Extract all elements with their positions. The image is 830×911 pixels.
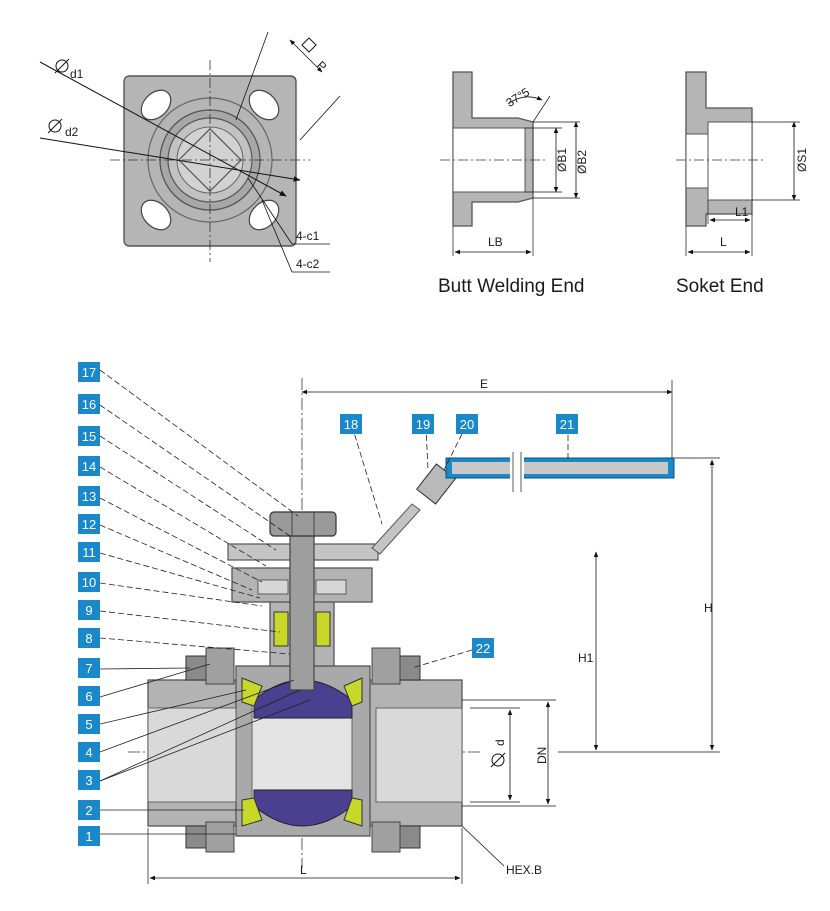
part-number-badge: 6 — [78, 686, 100, 706]
d1-label: d1 — [70, 67, 84, 81]
part-number-box — [78, 742, 100, 762]
e-label: E — [480, 377, 488, 391]
part-number-box — [340, 414, 362, 434]
part-number-badge: 15 — [78, 426, 100, 446]
b1-label: ØB1 — [555, 148, 569, 172]
part-number-box — [78, 628, 100, 648]
h1-label: H1 — [578, 651, 594, 665]
part-number-badge: 14 — [78, 456, 100, 476]
part-number-badge: 19 — [412, 414, 434, 434]
part-number-badge: 22 — [472, 638, 494, 658]
part-number-text: 14 — [82, 459, 96, 474]
part-number-text: 18 — [344, 417, 358, 432]
part-number-badge: 16 — [78, 394, 100, 414]
socket-l-label: L — [720, 235, 727, 249]
part-number-box — [78, 658, 100, 678]
part-number-box — [412, 414, 434, 434]
part-number-text: 9 — [85, 603, 92, 618]
part-number-box — [78, 714, 100, 734]
part-number-text: 6 — [85, 689, 92, 704]
part-number-badge: 4 — [78, 742, 100, 762]
part-number-text: 20 — [460, 417, 474, 432]
part-number-text: 4 — [85, 745, 92, 760]
part-number-badge: 10 — [78, 572, 100, 592]
part-number-text: 17 — [82, 365, 96, 380]
part-number-text: 13 — [82, 489, 96, 504]
c1-label: 4-c1 — [296, 229, 320, 243]
part-number-text: 10 — [82, 575, 96, 590]
l1-label: L1 — [735, 205, 749, 219]
part-number-text: 21 — [560, 417, 574, 432]
l-label: L — [300, 863, 307, 877]
part-number-badge: 17 — [78, 362, 100, 382]
part-number-badge: 2 — [78, 800, 100, 820]
p-label: P — [314, 58, 330, 74]
part-number-badge: 8 — [78, 628, 100, 648]
part-number-text: 11 — [82, 545, 96, 560]
part-number-badge: 18 — [340, 414, 362, 434]
hex-label: HEX.B — [506, 863, 542, 877]
part-number-box — [78, 600, 100, 620]
butt-welding-caption: Butt Welding End — [438, 276, 585, 297]
part-number-box — [78, 686, 100, 706]
part-number-text: 2 — [85, 803, 92, 818]
part-number-text: 5 — [85, 717, 92, 732]
h-label: H — [704, 601, 713, 615]
s1-label: ØS1 — [795, 148, 809, 172]
bevel-angle-label: 37°5 — [504, 85, 533, 110]
part-number-badge: 21 — [556, 414, 578, 434]
part-number-badge: 11 — [78, 542, 100, 562]
part-number-text: 7 — [85, 661, 92, 676]
part-number-text: 22 — [476, 641, 490, 656]
part-number-box — [78, 770, 100, 790]
lb-label: LB — [488, 235, 503, 249]
valve-section-view: E H H1 DN d L HEX.B — [128, 377, 720, 884]
part-number-badge: 3 — [78, 770, 100, 790]
part-number-badge: 7 — [78, 658, 100, 678]
part-number-box — [456, 414, 478, 434]
part-number-badge: 20 — [456, 414, 478, 434]
part-number-badge: 9 — [78, 600, 100, 620]
part-number-badge: 1 — [78, 826, 100, 846]
part-number-box — [78, 486, 100, 506]
socket-end-view: ØS1 L1 L — [676, 71, 809, 256]
part-number-box — [78, 542, 100, 562]
part-number-text: 3 — [85, 773, 92, 788]
part-number-text: 1 — [85, 829, 92, 844]
c2-label: 4-c2 — [296, 257, 320, 271]
part-number-text: 8 — [85, 631, 92, 646]
part-number-box — [78, 826, 100, 846]
part-number-box — [78, 514, 100, 534]
part-number-box — [78, 362, 100, 382]
part-number-text: 16 — [82, 397, 96, 412]
part-number-box — [78, 572, 100, 592]
part-number-box — [78, 456, 100, 476]
socket-end-caption: Soket End — [676, 276, 764, 297]
part-number-badge: 12 — [78, 514, 100, 534]
butt-welding-end-view: 37°5 ØB1 ØB2 LB — [440, 71, 589, 256]
part-number-box — [556, 414, 578, 434]
b2-label: ØB2 — [575, 150, 589, 174]
part-number-text: 15 — [82, 429, 96, 444]
dn-label: DN — [535, 747, 549, 764]
d2-label: d2 — [65, 125, 79, 139]
part-number-text: 12 — [82, 517, 96, 532]
part-number-badge: 13 — [78, 486, 100, 506]
part-number-badge: 5 — [78, 714, 100, 734]
part-number-box — [472, 638, 494, 658]
part-number-box — [78, 426, 100, 446]
d-label: d — [493, 739, 507, 746]
flange-top-view: d1 d2 P 4-c1 4-c2 — [39, 31, 341, 273]
part-number-box — [78, 394, 100, 414]
part-number-text: 19 — [416, 417, 430, 432]
part-number-box — [78, 800, 100, 820]
